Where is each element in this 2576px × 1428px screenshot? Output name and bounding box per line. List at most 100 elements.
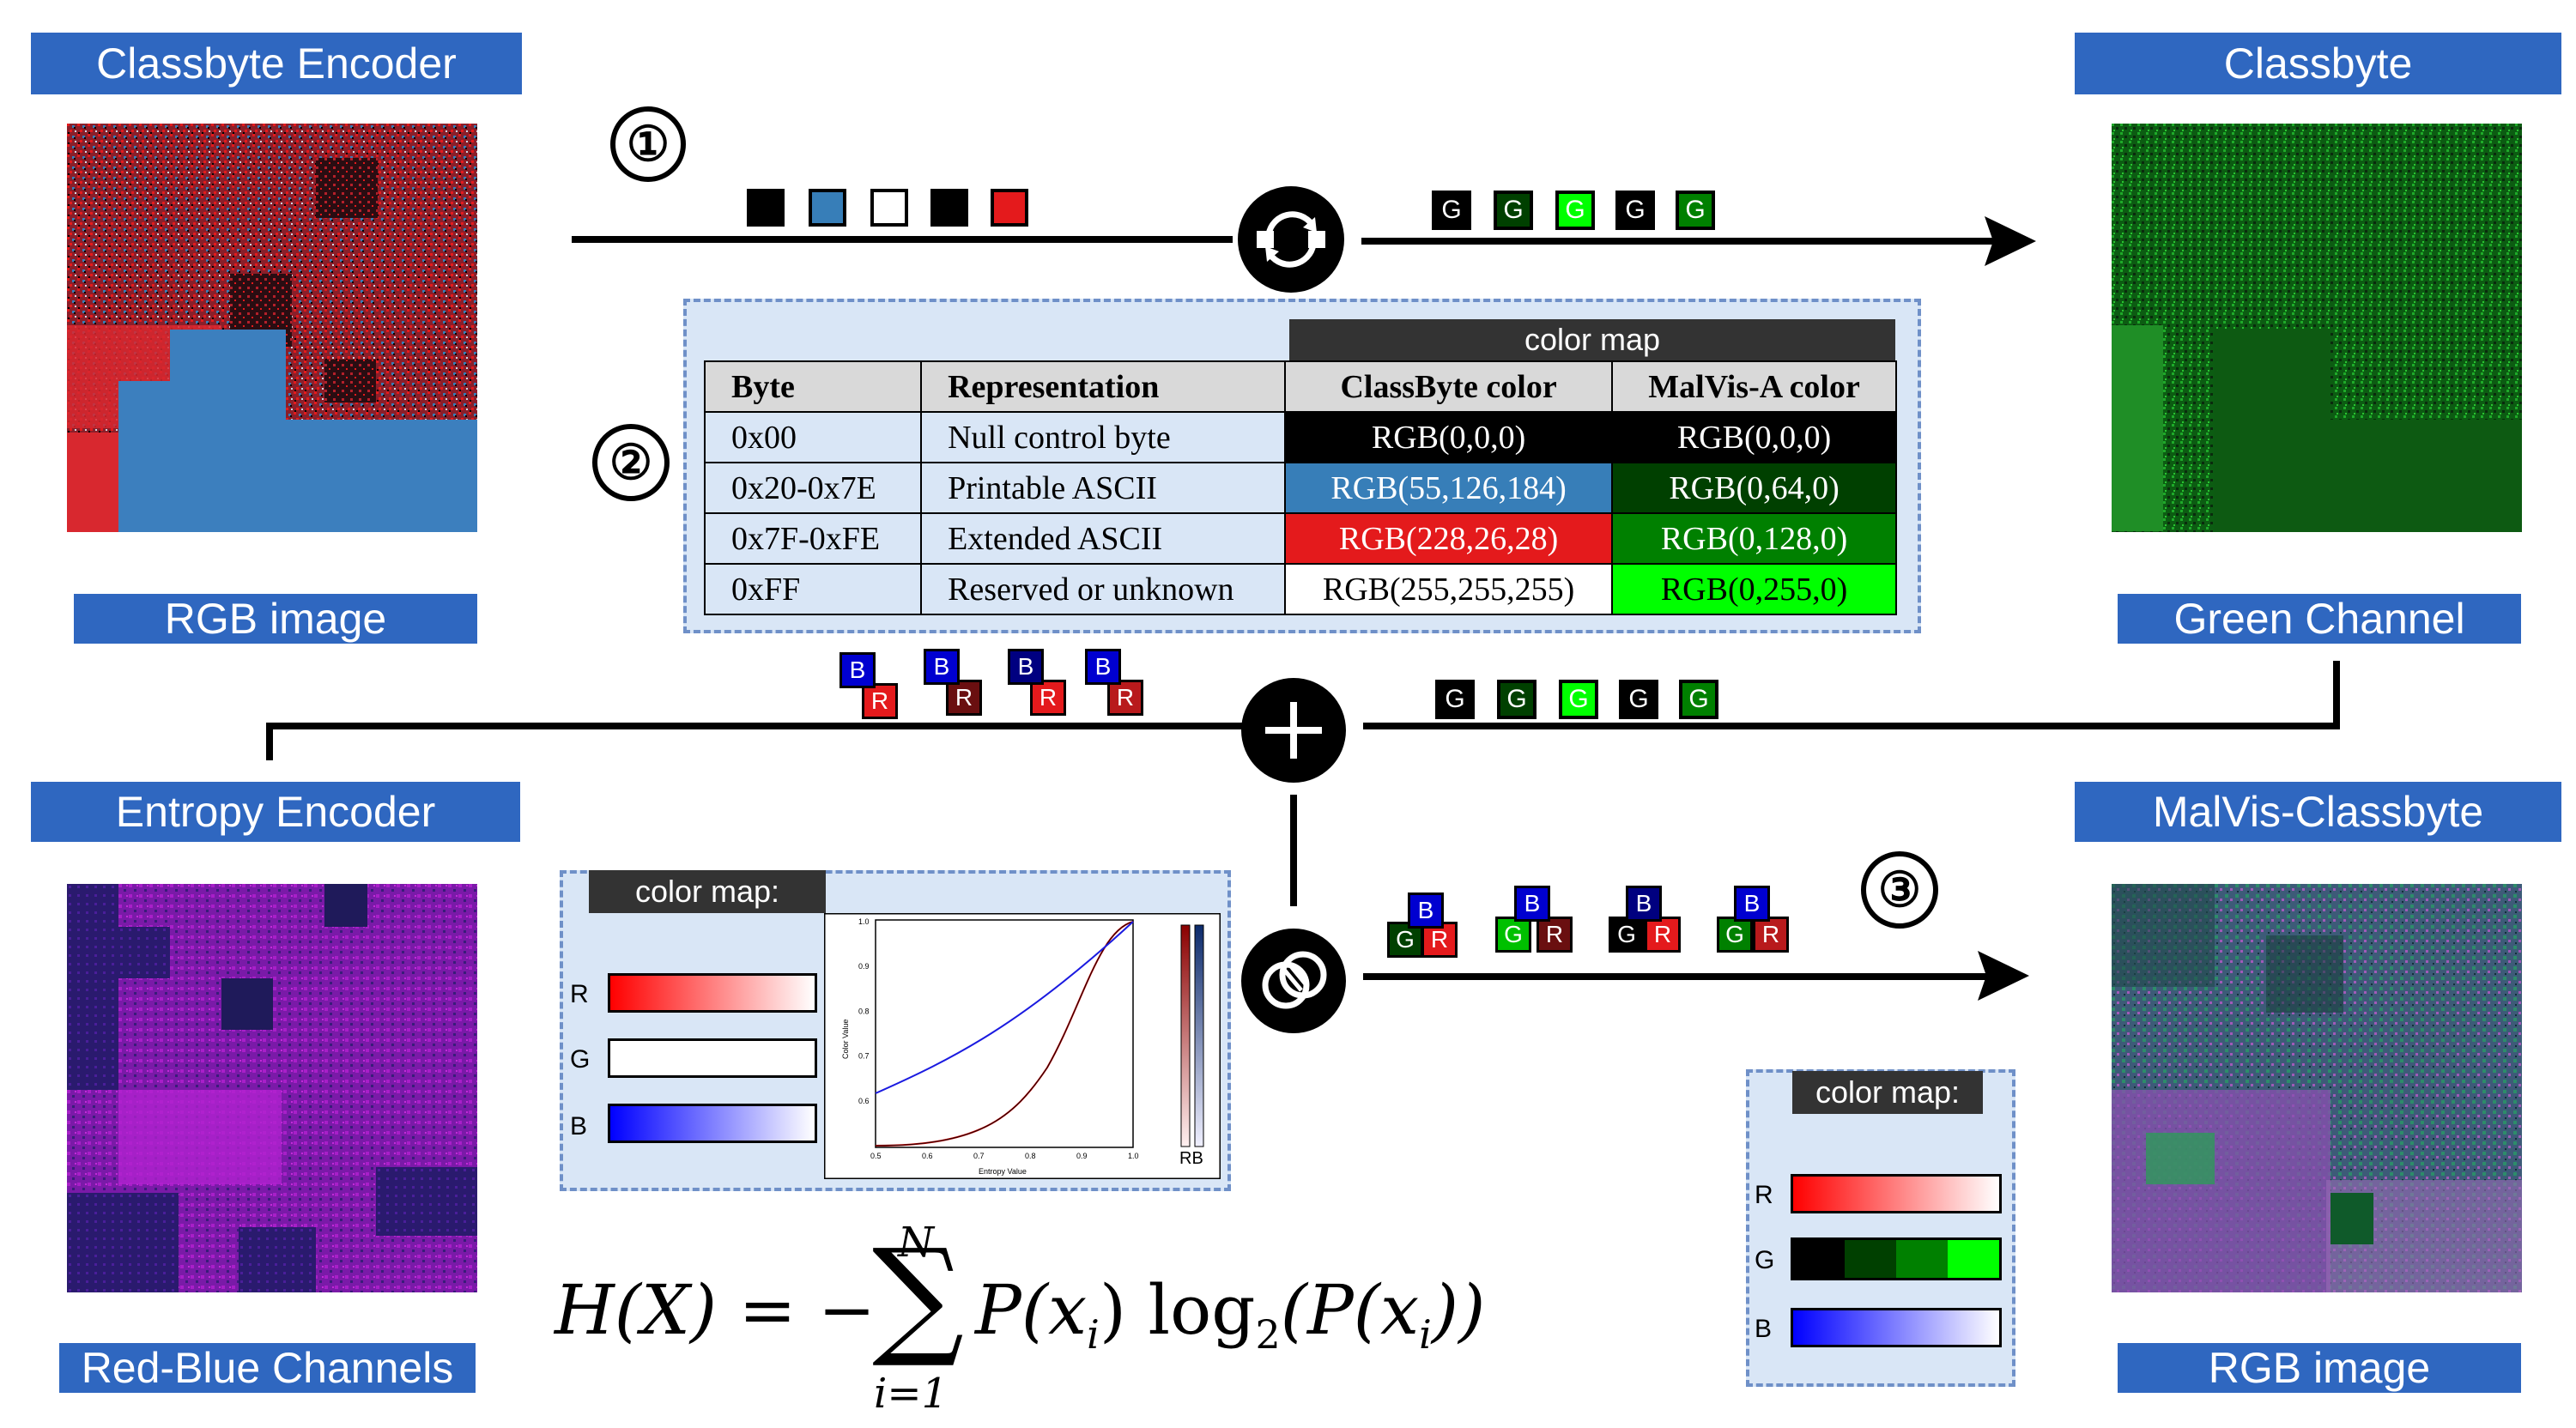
plot-y-tick: 0.7 [858, 1052, 870, 1061]
formula-lhs: H(X) = − [555, 1270, 876, 1350]
formula-rhs-b: ) log [1099, 1270, 1256, 1350]
entropy-plot-xlabel: Entropy Value [979, 1167, 1027, 1176]
final-channel-b: B [1755, 1315, 1773, 1343]
arrow-3-shaft [1363, 973, 1990, 980]
entropy-channel-b: B [570, 1112, 588, 1141]
label-classbyte: Classbyte [2075, 33, 2561, 94]
green-square-4: G [1615, 191, 1655, 230]
final-colormap-title: color map: [1792, 1071, 1983, 1114]
merge-line-right-rise [2333, 661, 2340, 729]
plot-y-tick: 1.0 [858, 917, 870, 926]
classbyte-encoder-image [67, 124, 477, 532]
final-channel-g: G [1755, 1246, 1775, 1274]
b-square: B [1734, 886, 1770, 922]
step-2-marker: ② [592, 424, 670, 501]
cell-classbyte-color: RGB(0,0,0) [1284, 411, 1614, 463]
g-square: G [1495, 917, 1531, 953]
merge-line-left [266, 723, 1245, 729]
b-square: B [1008, 649, 1044, 685]
merge-line-left-drop [266, 723, 273, 760]
cell-malvis-color: RGB(0,0,0) [1611, 411, 1897, 463]
cell-representation: Reserved or unknown [920, 563, 1287, 615]
b-square: B [1514, 886, 1550, 922]
green-square-mid-3: G [1559, 680, 1598, 719]
arrow-3-head [1978, 951, 2029, 1001]
label-classbyte-encoder: Classbyte Encoder [31, 33, 522, 94]
plot-x-tick: 1.0 [1128, 1152, 1139, 1160]
green-square-mid-4: G [1619, 680, 1658, 719]
label-entropy-encoder: Entropy Encoder [31, 782, 520, 842]
merge-line-down [1290, 795, 1297, 906]
col-malvis-color: MalVis-A color [1611, 360, 1897, 413]
g-square: G [1609, 917, 1645, 953]
b-square: B [1626, 886, 1662, 922]
cell-classbyte-color: RGB(255,255,255) [1284, 563, 1614, 615]
plot-x-tick: 0.5 [870, 1152, 882, 1160]
cell-byte: 0x20-0x7E [703, 462, 923, 514]
green-square-mid-1: G [1435, 680, 1475, 719]
formula-rhs: P(xi) log2(P(xi)) [975, 1270, 1485, 1358]
plot-x-tick: 0.9 [1076, 1152, 1088, 1160]
color-square-black [747, 189, 785, 227]
b-square: B [1085, 649, 1121, 685]
entropy-gradient-b [608, 1104, 817, 1143]
entropy-channel-r: R [570, 980, 589, 1008]
formula-rhs-c: (P(x [1280, 1270, 1420, 1350]
final-gradient-r [1791, 1174, 2002, 1213]
plot-x-tick: 0.7 [973, 1152, 985, 1160]
color-square-blue [809, 189, 846, 227]
green-square-mid-5: G [1679, 680, 1718, 719]
formula-rhs-a: P(x [975, 1270, 1088, 1350]
green-square-3: G [1555, 191, 1595, 230]
merge-line-right [1363, 723, 2340, 729]
r-square: R [1030, 680, 1066, 716]
r-square: R [1107, 680, 1143, 716]
col-classbyte-color: ClassByte color [1284, 360, 1614, 413]
blend-icon [1241, 929, 1346, 1033]
green-square-5: G [1676, 191, 1715, 230]
label-malvis-classbyte: MalVis-Classbyte [2075, 782, 2561, 842]
label-green-channel: Green Channel [2118, 594, 2521, 644]
color-square-white [870, 189, 908, 227]
b-square: B [1408, 892, 1444, 929]
entropy-channel-g: G [570, 1045, 591, 1074]
r-square: R [1537, 917, 1573, 953]
final-channel-r: R [1755, 1181, 1773, 1209]
cell-representation: Printable ASCII [920, 462, 1287, 514]
entropy-colormap-title: color map: [589, 870, 826, 913]
reorder-icon [1238, 186, 1344, 293]
r-square: R [1645, 917, 1681, 953]
g-square: G [1717, 917, 1753, 953]
step-1-marker: ① [610, 106, 686, 182]
label-rgb-image-left: RGB image [74, 594, 477, 644]
plot-x-tick: 0.6 [922, 1152, 933, 1160]
color-square-red [991, 189, 1028, 227]
plot-y-tick: 0.9 [858, 962, 870, 971]
table-color-map-header: color map [1289, 319, 1895, 360]
cell-representation: Extended ASCII [920, 512, 1287, 565]
col-byte: Byte [703, 360, 923, 413]
formula-rhs-d: )) [1431, 1270, 1486, 1350]
plot-x-tick: 0.8 [1025, 1152, 1036, 1160]
table-header-row: Byte Representation ClassByte color MalV… [703, 360, 1897, 413]
cell-byte: 0x00 [703, 411, 923, 463]
entropy-formula: H(X) = − N ∑ i=1 P(xi) log2(P(xi)) [555, 1219, 1490, 1418]
final-gradient-b [1791, 1308, 2002, 1347]
cell-representation: Null control byte [920, 411, 1287, 463]
b-square: B [924, 649, 960, 685]
sigma-symbol: ∑ [872, 1222, 965, 1371]
r-square: R [862, 683, 898, 719]
label-rgb-image-right: RGB image [2118, 1343, 2521, 1393]
green-square-1: G [1432, 191, 1471, 230]
plus-icon [1241, 678, 1346, 783]
cell-byte: 0x7F-0xFE [703, 512, 923, 565]
entropy-encoder-image [67, 884, 477, 1292]
malvis-classbyte-image [2112, 884, 2522, 1292]
plot-y-tick: 0.6 [858, 1097, 870, 1105]
classbyte-green-image [2112, 124, 2522, 532]
arrow-1-head [1985, 216, 2036, 266]
